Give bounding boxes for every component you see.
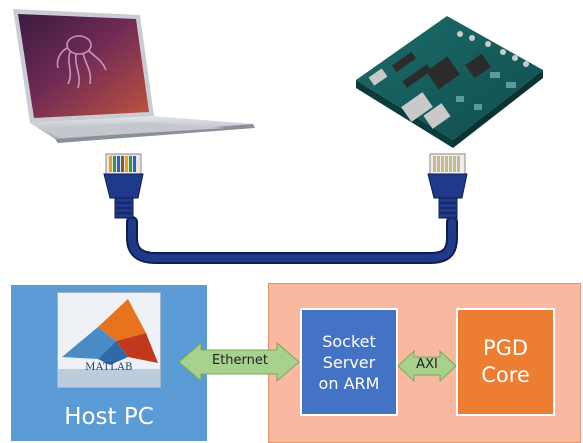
matlab-membrane-icon <box>58 299 160 387</box>
rj45-connector-right <box>427 153 468 219</box>
fpga-board-icon <box>356 16 543 148</box>
hardware-illustration <box>13 9 543 264</box>
axi-label: AXI <box>416 357 438 372</box>
laptop-icon <box>13 9 255 143</box>
rj45-connector-left <box>103 153 144 219</box>
host-pc-label: Host PC <box>64 404 154 430</box>
ethernet-arrow <box>178 341 300 383</box>
axi-arrow <box>397 349 457 383</box>
matlab-wordmark: MATLAB <box>85 362 133 373</box>
pgd-core-box: PGD Core <box>456 308 555 416</box>
socket-server-box: Socket Server on ARM <box>300 308 398 416</box>
ethernet-label: Ethernet <box>212 353 268 368</box>
ethernet-cable <box>103 153 468 264</box>
matlab-logo: MATLAB <box>57 292 161 388</box>
